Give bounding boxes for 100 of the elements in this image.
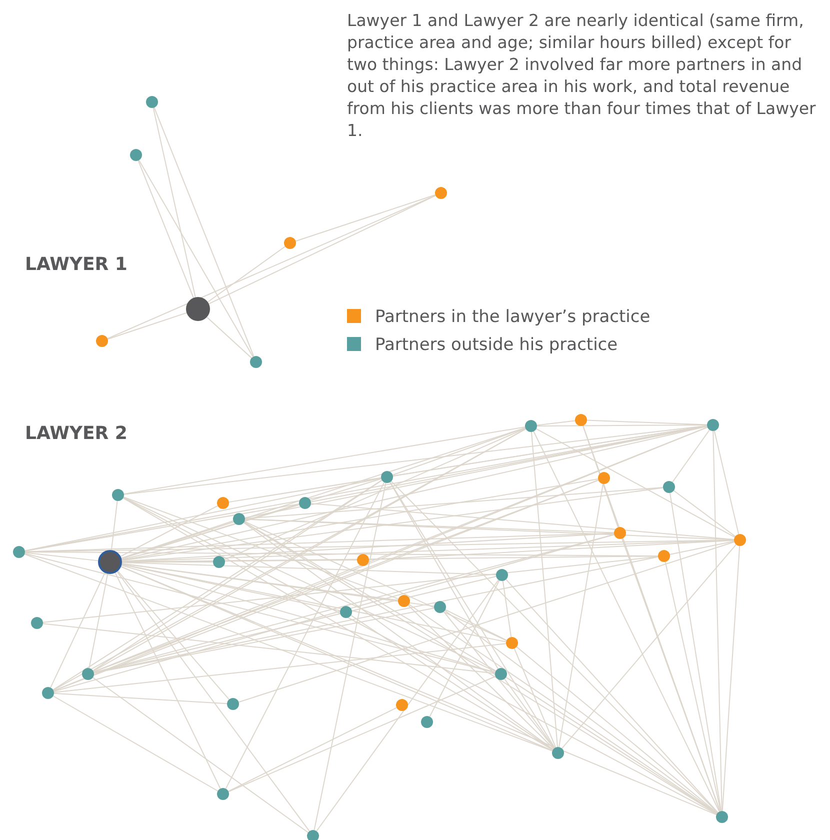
partner-dot xyxy=(525,420,537,432)
partner-dot xyxy=(130,149,142,161)
connection-line xyxy=(152,107,196,298)
connection-line xyxy=(504,678,555,749)
partner-dot xyxy=(112,489,124,501)
connection-line xyxy=(122,562,496,576)
connection-line xyxy=(516,646,718,814)
partner-dot xyxy=(82,668,94,680)
connection-line xyxy=(295,194,436,242)
connection-line xyxy=(120,478,382,559)
partner-dot xyxy=(284,237,296,249)
partner-dot xyxy=(575,414,587,426)
connection-line xyxy=(92,428,526,672)
connection-line xyxy=(208,195,436,304)
partner-dot xyxy=(13,546,25,558)
partner-dot xyxy=(658,550,670,562)
connection-line xyxy=(244,486,664,520)
connection-line xyxy=(122,498,554,750)
connection-line xyxy=(561,544,737,749)
connection-line xyxy=(514,648,556,748)
connection-line xyxy=(207,246,286,302)
connection-line xyxy=(502,580,512,638)
connection-line xyxy=(536,428,736,538)
section-heading: LAWYER 2 xyxy=(25,423,128,444)
connection-line xyxy=(228,707,398,792)
connection-line xyxy=(622,538,720,812)
connection-line xyxy=(390,482,498,670)
connection-line xyxy=(116,571,310,832)
connection-line xyxy=(114,572,221,790)
connection-line xyxy=(121,563,435,607)
connection-line xyxy=(225,482,385,790)
connection-line xyxy=(123,496,399,600)
connection-line xyxy=(120,427,526,559)
connection-line xyxy=(243,522,554,750)
connection-line xyxy=(24,552,99,562)
connection-line xyxy=(390,482,556,748)
connection-line xyxy=(206,316,252,358)
connection-line xyxy=(121,532,614,562)
connection-line xyxy=(120,566,553,752)
connection-line xyxy=(224,428,526,560)
connection-line xyxy=(54,692,228,704)
partner-dot xyxy=(398,595,410,607)
partner-dot xyxy=(506,637,518,649)
partner-dot xyxy=(217,497,229,509)
connection-line xyxy=(228,676,496,792)
connection-line xyxy=(310,503,735,540)
connection-line xyxy=(672,429,710,483)
connection-line xyxy=(533,430,720,812)
connection-line xyxy=(673,490,736,537)
connection-line xyxy=(536,424,708,426)
partner-dot xyxy=(614,527,626,539)
connection-line xyxy=(443,611,555,749)
connection-line xyxy=(664,561,722,812)
description-text: Lawyer 1 and Lawyer 2 are nearly identical (same firm, practice area and age; similar hours billed) except for two things: Lawyer 2 involved far more partners in and out of his practice area in his work, and total revenue from his clients was more than four times that of Lawyer 1. xyxy=(347,10,817,142)
connection-line xyxy=(138,160,254,358)
partner-dot xyxy=(31,617,43,629)
partner-dot xyxy=(496,569,508,581)
connection-line xyxy=(117,570,230,700)
connection-line xyxy=(24,552,658,556)
partner-dot xyxy=(707,419,719,431)
connection-line xyxy=(558,483,604,748)
connection-line xyxy=(722,545,740,812)
connection-line xyxy=(244,518,614,534)
connection-line xyxy=(24,504,300,552)
legend-text: Partners in the lawyer’s practice xyxy=(375,307,650,327)
connection-line xyxy=(714,430,740,535)
connection-line xyxy=(107,312,188,340)
connection-line xyxy=(390,480,718,814)
connection-line xyxy=(712,430,722,812)
connection-line xyxy=(120,505,218,557)
section-heading: LAWYER 1 xyxy=(25,254,128,275)
connection-line xyxy=(444,609,508,641)
connection-line xyxy=(244,522,496,672)
partner-dot xyxy=(434,601,446,613)
partner-dot xyxy=(250,356,262,368)
connection-line xyxy=(88,573,108,669)
lawyer-dot xyxy=(186,297,210,321)
connection-line xyxy=(121,478,599,560)
partner-dot xyxy=(495,668,507,680)
partner-dot xyxy=(396,699,408,711)
partner-dot xyxy=(552,747,564,759)
partner-dot xyxy=(233,513,245,525)
partner-dot xyxy=(421,716,433,728)
connection-line xyxy=(368,540,734,560)
connection-line xyxy=(536,420,576,426)
partner-dot xyxy=(299,497,311,509)
connection-line xyxy=(121,426,708,560)
partner-dot xyxy=(213,556,225,568)
connection-line xyxy=(238,541,735,703)
partner-dot xyxy=(663,481,675,493)
partner-dot xyxy=(42,687,54,699)
lawyer-dot xyxy=(98,550,122,574)
connection-line xyxy=(24,478,382,552)
partner-dot xyxy=(734,534,746,546)
connection-line xyxy=(429,580,500,718)
partner-dot xyxy=(340,606,352,618)
partner-dot xyxy=(716,811,728,823)
connection-line xyxy=(122,497,496,672)
legend-text: Partners outside his practice xyxy=(375,335,618,355)
connection-line xyxy=(669,492,722,812)
